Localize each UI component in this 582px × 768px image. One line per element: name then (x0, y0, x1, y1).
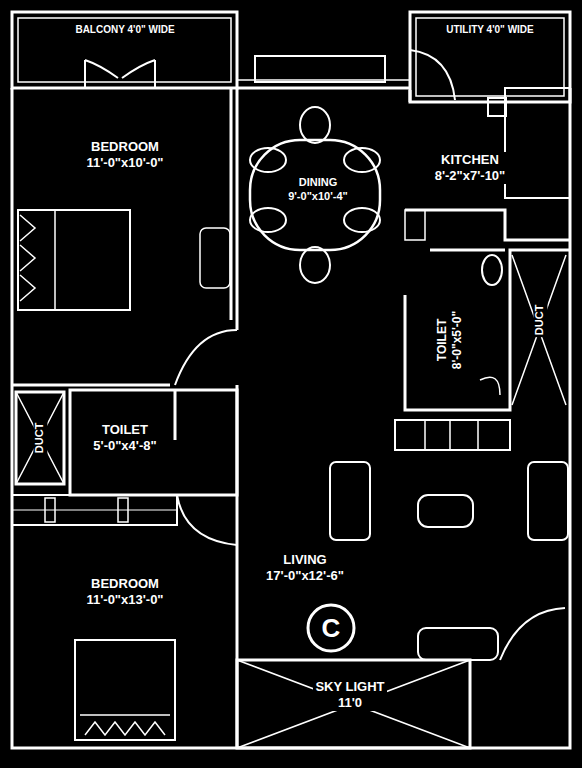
room-dimension: 11'-0"x13'-0" (84, 592, 165, 608)
room-name: KITCHEN (433, 152, 508, 168)
room-name: DUCT (33, 421, 47, 456)
room-label: BEDROOM11'-0"x13'-0" (84, 576, 165, 609)
room-label: UTILITY 4'0" WIDE (444, 24, 536, 37)
room-label: BALCONY 4'0" WIDE (73, 24, 176, 37)
room-name: TOILET (435, 309, 450, 371)
room-name: TOILET (91, 422, 158, 438)
room-label: BEDROOM11'-0"x10'-0" (84, 139, 165, 172)
room-name: BEDROOM (84, 576, 165, 592)
room-dimension: 9'-0"x10'-4" (286, 190, 350, 204)
room-tag: C (322, 613, 341, 644)
room-name: BALCONY 4'0" WIDE (73, 24, 176, 37)
room-dimension: 8'-0"x5'-0" (450, 309, 465, 371)
room-label: SKY LIGHT11'0 (313, 679, 386, 712)
room-dimension: 5'-0"x4'-8" (91, 438, 158, 454)
room-label: TOILET5'-0"x4'-8" (91, 422, 158, 455)
room-name: UTILITY 4'0" WIDE (444, 24, 536, 37)
room-dimension: 8'-2"x7'-10" (433, 168, 508, 184)
room-name: DUCT (533, 303, 547, 338)
room-label: LIVING17'-0"x12'-6" (264, 552, 346, 585)
room-name: DINING (286, 176, 350, 190)
room-name: LIVING (264, 552, 346, 568)
room-label: TOILET8'-0"x5'-0" (435, 309, 465, 371)
room-name: SKY LIGHT (313, 679, 386, 695)
room-dimension: 17'-0"x12'-6" (264, 568, 346, 584)
room-label: KITCHEN8'-2"x7'-10" (433, 152, 508, 185)
room-name: BEDROOM (84, 139, 165, 155)
room-label: DUCT (33, 421, 47, 456)
room-label: DINING9'-0"x10'-4" (286, 176, 350, 204)
room-dimension: 11'-0"x10'-0" (84, 155, 165, 171)
room-label: DUCT (533, 303, 547, 338)
room-dimension: 11'0 (313, 695, 386, 711)
